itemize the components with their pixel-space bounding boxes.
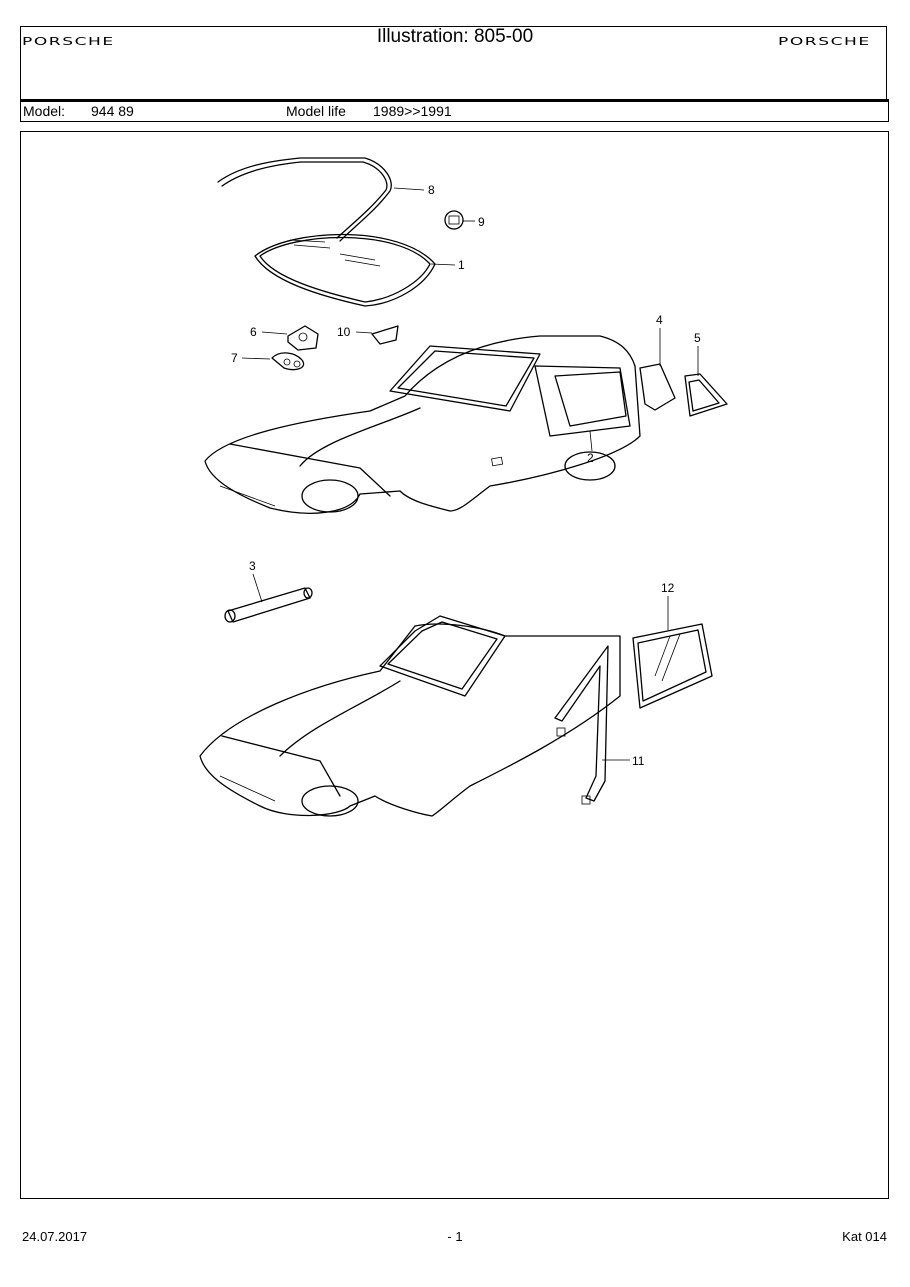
- porsche-logo-left: PORSCHE: [22, 35, 115, 48]
- windshield-seal-part: [217, 157, 392, 242]
- callout-leaders: [241, 187, 699, 761]
- page-title: Illustration: 805-00: [376, 26, 534, 47]
- footer-catalog: Kat 014: [842, 1229, 887, 1244]
- bracket-part-6: [287, 325, 319, 351]
- parts-illustration: 8 1 9 6 7 10 4 5 2 3 12 11: [199, 157, 728, 817]
- cabriolet-body-drawing: [199, 615, 621, 817]
- callout-8: 8: [428, 183, 435, 197]
- callout-7: 7: [231, 351, 238, 365]
- callout-2: 2: [587, 451, 594, 465]
- coupe-body-drawing: [204, 335, 641, 514]
- header-divider: [20, 99, 889, 102]
- callout-5: 5: [694, 331, 701, 345]
- block-part-10: [371, 325, 399, 345]
- windshield-glass-part: [254, 233, 436, 307]
- door-glass-part-12: [632, 623, 713, 709]
- callout-4: 4: [656, 313, 663, 327]
- model-label: Model:: [23, 103, 66, 119]
- callout-9: 9: [478, 215, 485, 229]
- quarter-window-part-4: [639, 363, 676, 411]
- clip-part-9: [444, 210, 464, 230]
- illustration-frame: [20, 131, 889, 1199]
- prop-rod-part-3: [224, 587, 313, 623]
- callout-12: 12: [661, 581, 675, 595]
- callout-6: 6: [250, 325, 257, 339]
- porsche-logo-right: PORSCHE: [778, 35, 871, 48]
- model-life-value: 1989>>1991: [373, 103, 452, 119]
- callout-11: 11: [632, 754, 645, 768]
- model-value: 944 89: [91, 103, 134, 119]
- door-frame-part-11: [554, 645, 609, 805]
- footer-page-number: - 1: [447, 1229, 463, 1244]
- callout-1: 1: [458, 258, 465, 272]
- footer-date: 24.07.2017: [22, 1229, 88, 1244]
- model-life-label: Model life: [286, 103, 346, 119]
- header-box: [20, 26, 887, 100]
- callout-10: 10: [337, 325, 351, 339]
- rear-side-glass-part-5: [684, 373, 728, 417]
- plate-part-7: [271, 352, 305, 371]
- callout-3: 3: [249, 559, 256, 573]
- model-info-row: Model: 944 89 Model life 1989>>1991: [20, 102, 889, 122]
